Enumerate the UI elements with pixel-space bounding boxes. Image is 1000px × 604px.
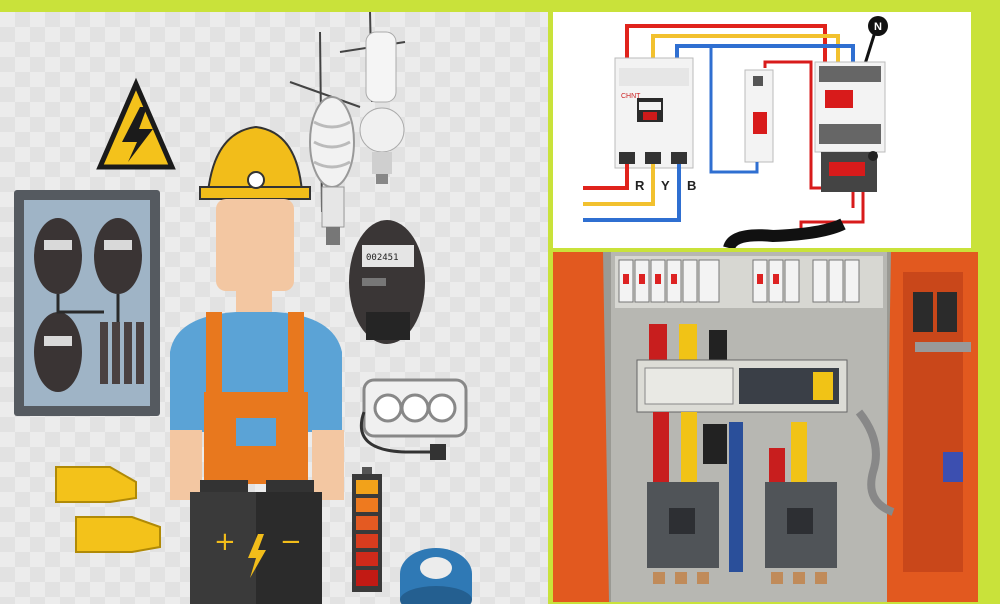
meter-reading: 002451 [366, 253, 399, 263]
electrician-illustration: 002451 [0, 12, 548, 604]
warning-icon [96, 77, 176, 170]
meter-panel [14, 190, 160, 416]
phase-label-b: B [687, 178, 696, 193]
electrical-cabinet-photo [553, 252, 978, 602]
insulation-tape-icon [400, 548, 472, 604]
neutral-label: N [874, 21, 882, 33]
mcb-breaker [744, 69, 774, 163]
mccb-breaker: CHNT [614, 57, 694, 169]
wiring-diagram: N CHNT R Y B [553, 12, 971, 248]
svg-text:−: − [280, 527, 302, 557]
phase-label-r: R [635, 178, 645, 193]
brand-label: CHNT [621, 93, 641, 100]
phase-label-y: Y [661, 178, 670, 193]
overload-relay [821, 151, 878, 192]
electrician [170, 125, 344, 500]
battery-level-icon [352, 467, 382, 592]
extension-socket-icon [359, 378, 468, 460]
contactor [814, 61, 886, 153]
cfl-bulb-icon [289, 31, 361, 245]
svg-text:+: + [214, 527, 236, 557]
light-bulb-icon [339, 12, 406, 184]
battery-icon: + − [190, 480, 322, 604]
gloves-icon [55, 466, 161, 553]
energy-meter-icon: 002451 [349, 220, 425, 344]
